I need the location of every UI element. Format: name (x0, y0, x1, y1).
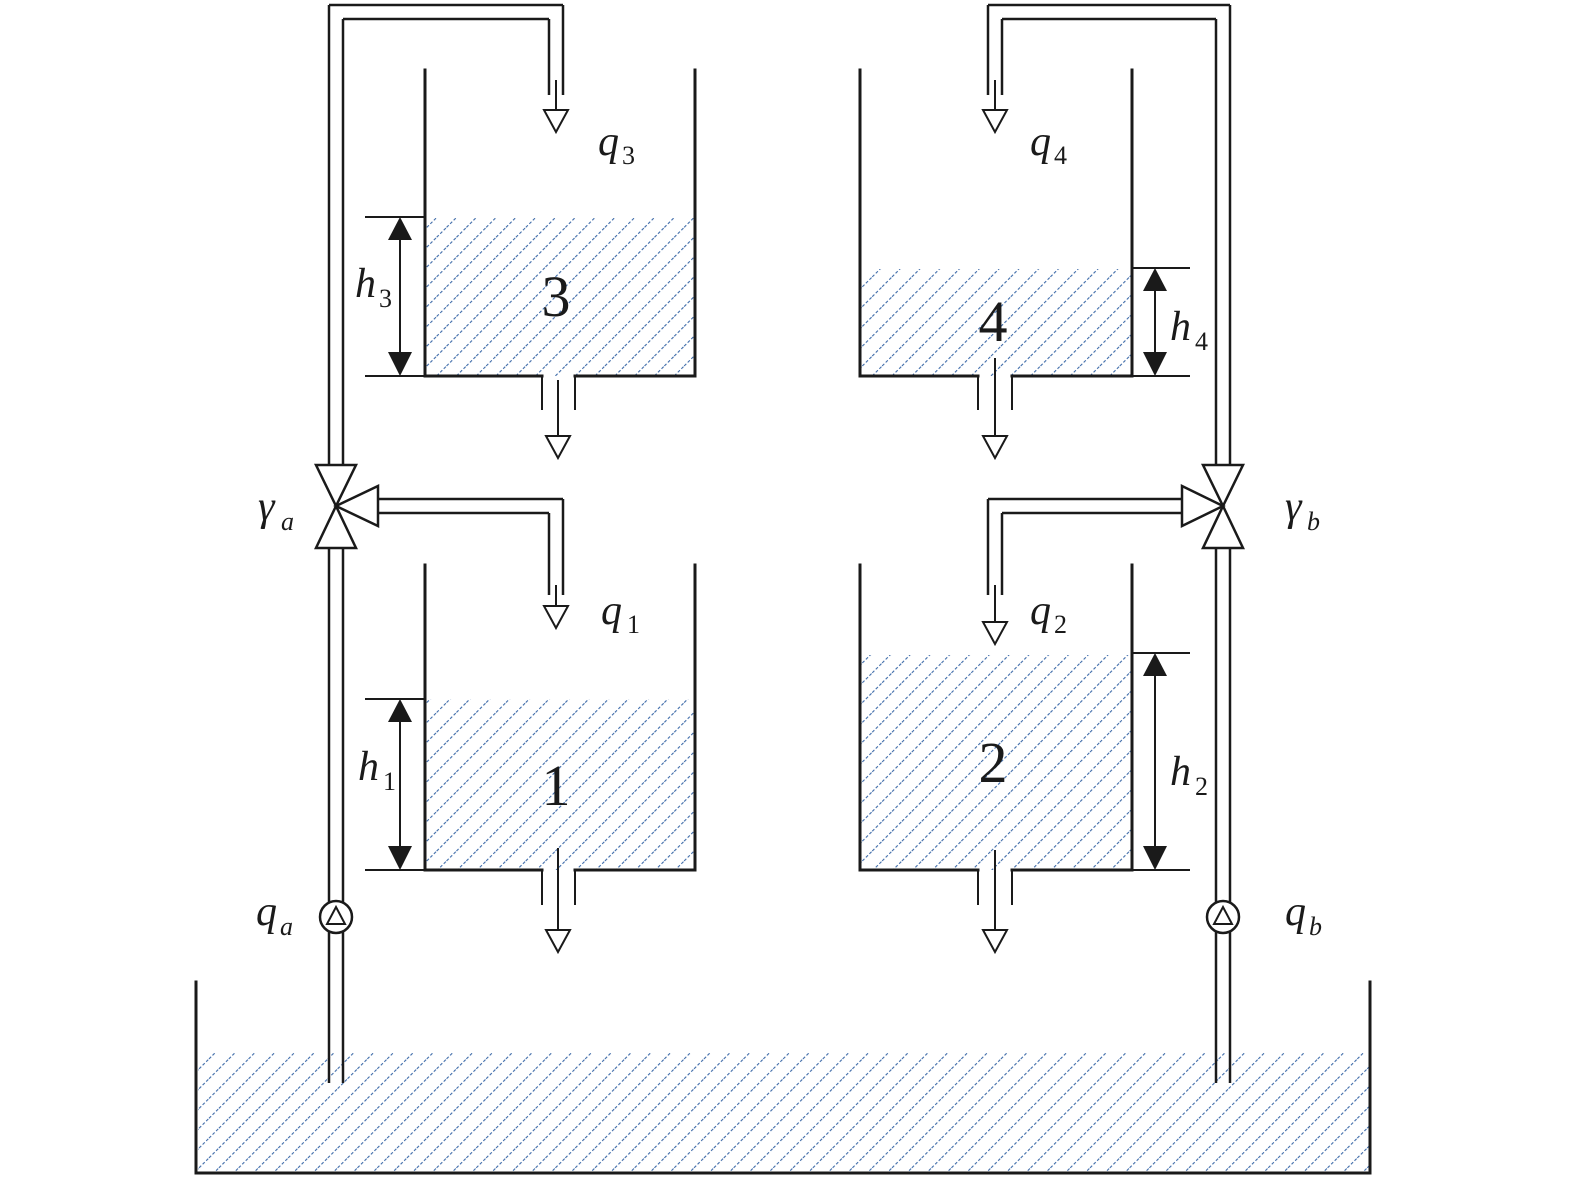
label-q-a: q a (256, 889, 293, 941)
level-dimension-h1 (365, 698, 425, 871)
level-dimension-h2 (1132, 652, 1190, 871)
svg-text:h: h (1170, 749, 1191, 795)
svg-text:a: a (280, 912, 293, 941)
svg-text:q: q (1285, 889, 1306, 935)
svg-text:q: q (601, 588, 622, 634)
svg-text:a: a (281, 507, 294, 536)
label-gamma-a: γ a (258, 484, 294, 536)
valve-a[interactable] (313, 463, 380, 550)
level-dimension-h4 (1132, 267, 1190, 377)
svg-text:1: 1 (627, 610, 640, 639)
svg-text:h: h (1170, 304, 1191, 350)
svg-text:q: q (1030, 588, 1051, 634)
svg-text:q: q (256, 889, 277, 935)
valve-b[interactable] (1180, 463, 1246, 550)
label-h4: h 4 (1170, 304, 1208, 356)
pump-b[interactable] (1205, 899, 1241, 935)
q4-outlet-arrow (981, 109, 1009, 135)
svg-text:γ: γ (258, 484, 276, 530)
left-pipe-system (327, 3, 570, 1083)
tank-4-number: 4 (979, 289, 1008, 354)
label-q3: q 3 (598, 119, 635, 170)
svg-text:h: h (358, 744, 379, 790)
svg-text:2: 2 (1195, 772, 1208, 801)
svg-text:b: b (1309, 912, 1322, 941)
q1-outlet-arrow (542, 605, 570, 631)
reservoir-water (198, 1053, 1370, 1173)
tank-1-number: 1 (542, 753, 571, 818)
tank-3-number: 3 (542, 264, 571, 329)
tank-2-number: 2 (979, 730, 1008, 795)
label-q1: q 1 (601, 588, 640, 639)
tank-3-water (425, 218, 695, 376)
tank-2-water (860, 655, 1132, 870)
tank-1-water (425, 699, 695, 870)
label-gamma-b: γ b (1285, 484, 1320, 536)
svg-text:1: 1 (383, 767, 396, 796)
svg-text:b: b (1307, 507, 1320, 536)
label-h2: h 2 (1170, 749, 1208, 801)
level-dimension-h3 (365, 216, 425, 377)
label-q2: q 2 (1030, 588, 1067, 639)
reservoir (194, 980, 1372, 1175)
svg-text:2: 2 (1054, 610, 1067, 639)
right-pipe-system (981, 3, 1232, 1083)
label-q-b: q b (1285, 889, 1322, 941)
svg-text:γ: γ (1285, 484, 1303, 530)
svg-text:4: 4 (1195, 327, 1208, 356)
svg-text:q: q (1030, 119, 1051, 165)
svg-text:h: h (355, 261, 376, 307)
svg-text:3: 3 (622, 141, 635, 170)
q2-outlet-arrow (981, 621, 1009, 647)
pump-a[interactable] (318, 899, 354, 935)
svg-text:4: 4 (1054, 141, 1067, 170)
label-q4: q 4 (1030, 119, 1067, 170)
label-h3: h 3 (355, 261, 392, 313)
label-h1: h 1 (358, 744, 396, 796)
svg-text:3: 3 (379, 284, 392, 313)
q3-outlet-arrow (542, 109, 570, 135)
svg-text:q: q (598, 119, 619, 165)
